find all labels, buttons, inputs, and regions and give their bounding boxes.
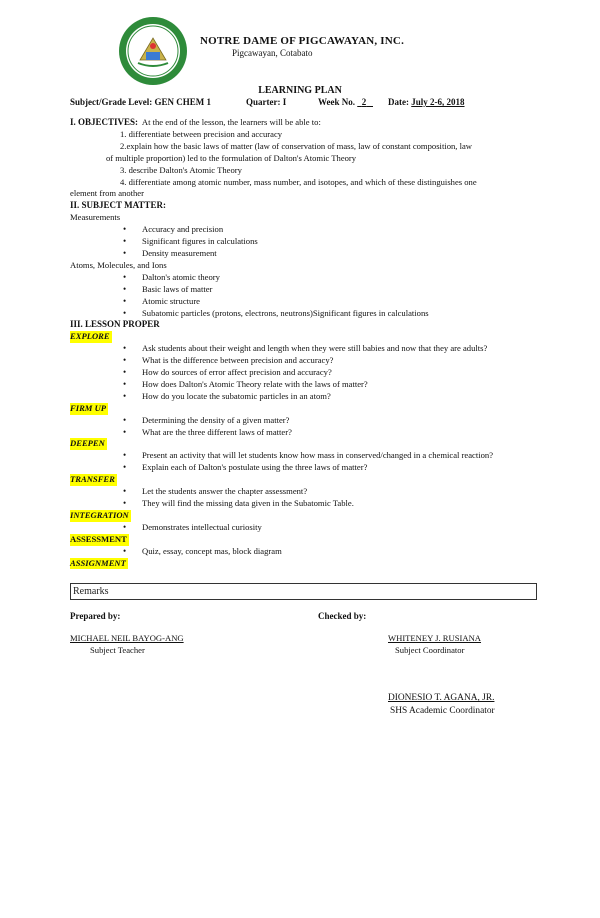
transfer-list: Let the students answer the chapter asse… [70,486,540,510]
list-item: What are the three different laws of mat… [123,427,540,439]
list-item: They will find the missing data given in… [123,498,540,510]
list-item: Quiz, essay, concept mas, block diagram [123,546,540,558]
list-item: Present an activity that will let studen… [123,450,540,462]
quarter: Quarter: I [246,97,287,107]
teacher-name: MICHAEL NEIL BAYOG-ANG [70,633,184,643]
objectives-heading-row: I. OBJECTIVES: At the end of the lesson,… [70,117,321,127]
integration-label: INTEGRATION [70,509,131,522]
lesson-proper-heading: III. LESSON PROPER [70,319,160,330]
coordinator-role: Subject Coordinator [395,645,465,655]
list-item: What is the difference between precision… [123,355,540,367]
list-item: Ask students about their weight and leng… [123,343,540,355]
list-item: Explain each of Dalton's postulate using… [123,462,540,474]
school-name: NOTRE DAME OF PIGCAWAYAN, INC. [200,35,405,47]
assessment-label: ASSESSMENT [70,533,129,546]
list-item: Significant figures in calculations [123,236,540,248]
measurements-group: Measurements [70,212,121,223]
atoms-list: Dalton's atomic theory Basic laws of mat… [70,272,540,320]
measurements-list: Accuracy and precision Significant figur… [70,224,540,260]
plan-content: I. OBJECTIVES: At the end of the lesson,… [70,117,540,570]
list-item: Demonstrates intellectual curiosity [123,522,540,534]
list-item: Basic laws of matter [123,284,540,296]
subject-matter-heading: II. SUBJECT MATTER: [70,200,166,211]
week-number: Week No. 2 [318,97,367,107]
objective-1: 1. differentiate between precision and a… [120,128,283,139]
list-item: Let the students answer the chapter asse… [123,486,540,498]
objective-4-cont: element from another [70,188,144,199]
transfer-label: TRANSFER [70,474,117,487]
deepen-list: Present an activity that will let studen… [70,450,540,474]
objective-2-cont: of multiple proportion) led to the formu… [106,152,357,163]
deepen-label: DEEPEN [70,438,107,451]
list-item: Dalton's atomic theory [123,272,540,284]
integration-list: Demonstrates intellectual curiosity [70,522,540,534]
remarks-box: Remarks [70,583,537,600]
assessment-list: Quiz, essay, concept mas, block diagram [70,546,540,558]
academic-coordinator-name: DIONESIO T. AGANA, JR. [388,693,495,703]
teacher-role: Subject Teacher [90,645,145,655]
list-item: Accuracy and precision [123,224,540,236]
list-item: Density measurement [123,248,540,260]
list-item: Determining the density of a given matte… [123,415,540,427]
list-item: How do you locate the subatomic particle… [123,391,540,403]
school-address: Pigcawayan, Cotabato [232,48,313,58]
list-item: How do sources of error affect precision… [123,367,540,379]
list-item: How does Dalton's Atomic Theory relate w… [123,379,540,391]
coordinator-name: WHITENEY J. RUSIANA [388,633,482,643]
subject-grade: Subject/Grade Level: GEN CHEM 1 [70,97,212,107]
prepared-by-label: Prepared by: [70,611,121,621]
atoms-group: Atoms, Molecules, and Ions [70,259,167,270]
school-seal-icon [119,17,187,85]
list-item: Subatomic particles (protons, electrons,… [123,308,540,320]
objective-4: 4. differentiate among atomic number, ma… [120,176,477,187]
explore-list: Ask students about their weight and leng… [70,343,540,403]
checked-by-label: Checked by: [318,611,367,621]
objective-3: 3. describe Dalton's Atomic Theory [120,164,242,175]
list-item: Atomic structure [123,296,540,308]
academic-coordinator-role: SHS Academic Coordinator [390,706,495,716]
firm-up-list: Determining the density of a given matte… [70,415,540,439]
firm-up-label: FIRM UP [70,402,109,415]
explore-label: EXPLORE [70,331,112,344]
objective-2: 2.explain how the basic laws of matter (… [120,140,473,151]
assignment-label: ASSIGNMENT [70,557,128,570]
plan-title: LEARNING PLAN [258,85,342,96]
lesson-date: Date: July 2-6, 2018 [388,97,465,107]
